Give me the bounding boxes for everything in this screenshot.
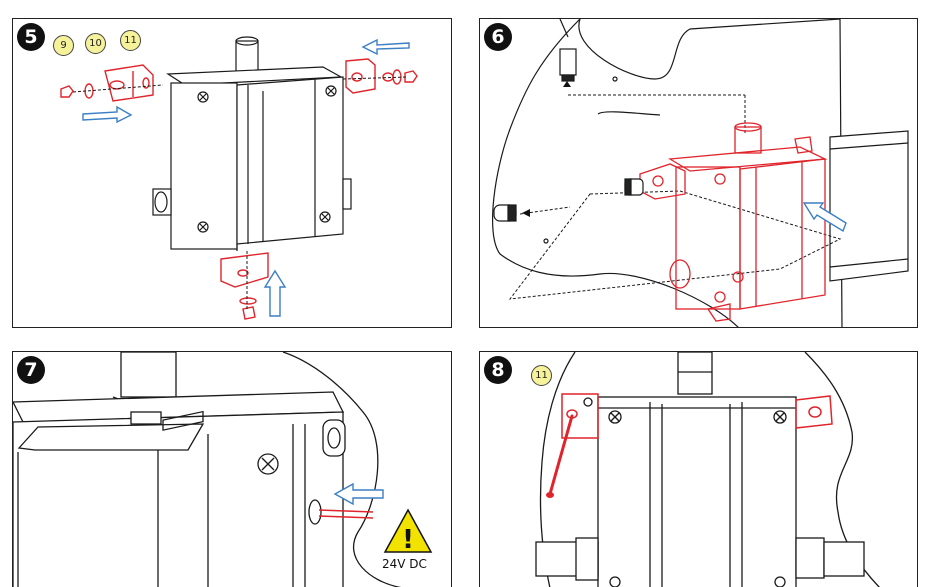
callout-nut: 9 (53, 35, 74, 56)
step-number-8: 8 (484, 356, 512, 384)
step-7-panel: 7 (12, 351, 452, 587)
warning-triangle (383, 508, 433, 553)
step-5-panel: 5 9 10 11 (12, 18, 452, 328)
callout-bracket: 11 (120, 30, 141, 51)
callout-washer: 10 (85, 33, 106, 54)
step-7-illustration: ! (13, 352, 433, 587)
warning-exclamation: ! (402, 525, 414, 555)
step-8-panel: 8 11 (479, 351, 918, 587)
step-5-illustration (60, 36, 418, 320)
step-number-5: 5 (17, 23, 45, 51)
step-number-7: 7 (17, 356, 45, 384)
voltage-label: 24V DC (382, 557, 427, 571)
step-number-6: 6 (484, 23, 512, 51)
step-6-illustration (491, 19, 909, 327)
step-6-panel: 6 (479, 18, 918, 328)
step-8-illustration (535, 352, 880, 587)
callout-bracket: 11 (531, 365, 552, 386)
